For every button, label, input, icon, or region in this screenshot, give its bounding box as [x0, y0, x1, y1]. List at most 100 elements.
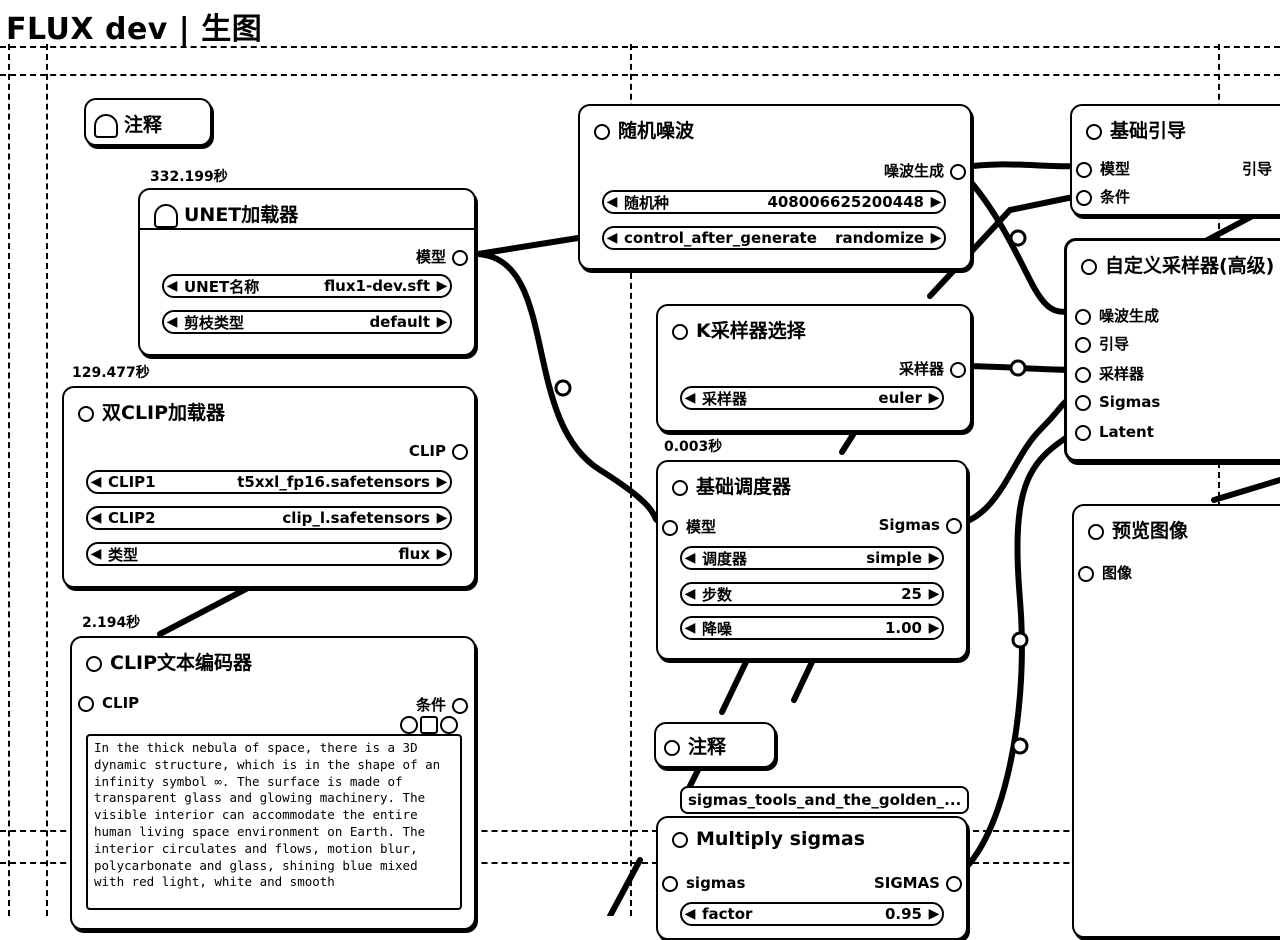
- port-dot-icon: [1076, 189, 1092, 206]
- node-status-icon[interactable]: [594, 123, 610, 140]
- arrow-right-icon[interactable]: ▶: [928, 586, 940, 602]
- input-port-latent[interactable]: Latent: [1075, 423, 1154, 441]
- arrow-left-icon[interactable]: ◀: [166, 278, 178, 294]
- input-port-condition[interactable]: 条件: [1076, 186, 1130, 207]
- arrow-left-icon[interactable]: ◀: [684, 390, 696, 406]
- group-guide: [46, 44, 48, 916]
- input-port-sampler[interactable]: 采样器: [1075, 363, 1144, 384]
- arrow-left-icon[interactable]: ◀: [166, 314, 178, 330]
- port-dot-icon: [1075, 394, 1091, 411]
- prompt-textarea[interactable]: In the thick nebula of space, there is a…: [86, 734, 462, 910]
- note-node[interactable]: 注释: [654, 722, 776, 768]
- arrow-left-icon[interactable]: ◀: [90, 510, 102, 526]
- speaker-icon[interactable]: [440, 716, 458, 734]
- input-port-sigmas[interactable]: sigmas: [662, 874, 746, 892]
- circle-icon[interactable]: [400, 716, 418, 734]
- arrow-left-icon[interactable]: ◀: [684, 620, 696, 636]
- node-status-icon[interactable]: [86, 655, 102, 672]
- port-dot-icon: [950, 361, 966, 378]
- node-status-icon[interactable]: [1081, 258, 1097, 275]
- custom-sampler-advanced-node[interactable]: 自定义采样器(高级) 噪波生成 引导 采样器 Sigmas Latent: [1064, 238, 1280, 462]
- check-icon[interactable]: [420, 716, 438, 734]
- arrow-right-icon[interactable]: ▶: [436, 314, 448, 330]
- port-dot-icon: [1075, 336, 1091, 353]
- arrow-left-icon[interactable]: ◀: [684, 586, 696, 602]
- arrow-left-icon[interactable]: ◀: [606, 194, 618, 210]
- arrow-right-icon[interactable]: ▶: [928, 620, 940, 636]
- node-status-icon[interactable]: [664, 739, 680, 756]
- node-status-icon[interactable]: [672, 831, 688, 848]
- node-title: 注释: [688, 736, 727, 758]
- note-node[interactable]: 注释: [84, 98, 212, 146]
- port-dot-icon: [946, 875, 962, 892]
- output-port-guider[interactable]: 引导: [1242, 160, 1273, 178]
- node-status-icon[interactable]: [1088, 523, 1104, 540]
- port-dot-icon: [452, 249, 468, 266]
- output-port-clip[interactable]: CLIP: [409, 442, 468, 460]
- arrow-right-icon[interactable]: ▶: [928, 390, 940, 406]
- arrow-right-icon[interactable]: ▶: [436, 546, 448, 562]
- output-port-sigmas[interactable]: SIGMAS: [874, 874, 962, 892]
- output-port-condition[interactable]: 条件: [416, 694, 468, 715]
- arrow-right-icon[interactable]: ▶: [436, 474, 448, 490]
- input-port-sigmas[interactable]: Sigmas: [1075, 393, 1160, 411]
- node-status-icon[interactable]: [672, 479, 688, 496]
- node-status-icon[interactable]: [78, 405, 94, 422]
- input-port-image[interactable]: 图像: [1078, 562, 1132, 583]
- port-dot-icon: [1075, 366, 1091, 383]
- input-port-noise[interactable]: 噪波生成: [1075, 305, 1159, 326]
- arrow-right-icon[interactable]: ▶: [436, 278, 448, 294]
- timing-label: 332.199秒: [150, 169, 228, 185]
- port-dot-icon: [950, 163, 966, 180]
- arrow-left-icon[interactable]: ◀: [684, 550, 696, 566]
- input-port-guider[interactable]: 引导: [1075, 333, 1129, 354]
- page-title: FLUX dev | 生图: [6, 12, 263, 47]
- port-dot-icon: [662, 519, 678, 536]
- arrow-right-icon[interactable]: ▶: [928, 906, 940, 922]
- clip-text-encoder-node[interactable]: CLIP文本编码器 CLIP 条件 In the thick nebula of…: [70, 636, 476, 930]
- port-dot-icon: [946, 517, 962, 534]
- arrow-left-icon[interactable]: ◀: [90, 474, 102, 490]
- input-port-clip[interactable]: CLIP: [78, 694, 139, 712]
- arrow-left-icon[interactable]: ◀: [606, 230, 618, 246]
- input-port-model[interactable]: 模型: [1076, 158, 1130, 179]
- output-port-sigmas[interactable]: Sigmas: [879, 516, 962, 534]
- node-status-icon[interactable]: [1086, 123, 1102, 140]
- output-port-model[interactable]: 模型: [416, 246, 468, 267]
- note-link-pill[interactable]: sigmas_tools_and_the_golden_...: [680, 786, 970, 814]
- arrow-left-icon[interactable]: ◀: [90, 546, 102, 562]
- arrow-left-icon[interactable]: ◀: [684, 906, 696, 922]
- port-dot-icon: [452, 697, 468, 714]
- node-status-icon[interactable]: [672, 323, 688, 340]
- input-port-model[interactable]: 模型: [662, 516, 716, 537]
- arrow-right-icon[interactable]: ▶: [930, 194, 942, 210]
- timing-label: 2.194秒: [82, 615, 141, 631]
- arrow-right-icon[interactable]: ▶: [436, 510, 448, 526]
- output-port-sampler[interactable]: 采样器: [899, 358, 966, 379]
- output-port-noise[interactable]: 噪波生成: [884, 160, 966, 181]
- arrow-right-icon[interactable]: ▶: [928, 550, 940, 566]
- arrow-right-icon[interactable]: ▶: [930, 230, 942, 246]
- basic-guider-node[interactable]: 基础引导 模型 条件 引导: [1070, 104, 1280, 216]
- port-dot-icon: [78, 695, 94, 712]
- node-title: 基础调度器: [696, 476, 792, 498]
- preview-image-node[interactable]: 预览图像 图像: [1072, 504, 1280, 938]
